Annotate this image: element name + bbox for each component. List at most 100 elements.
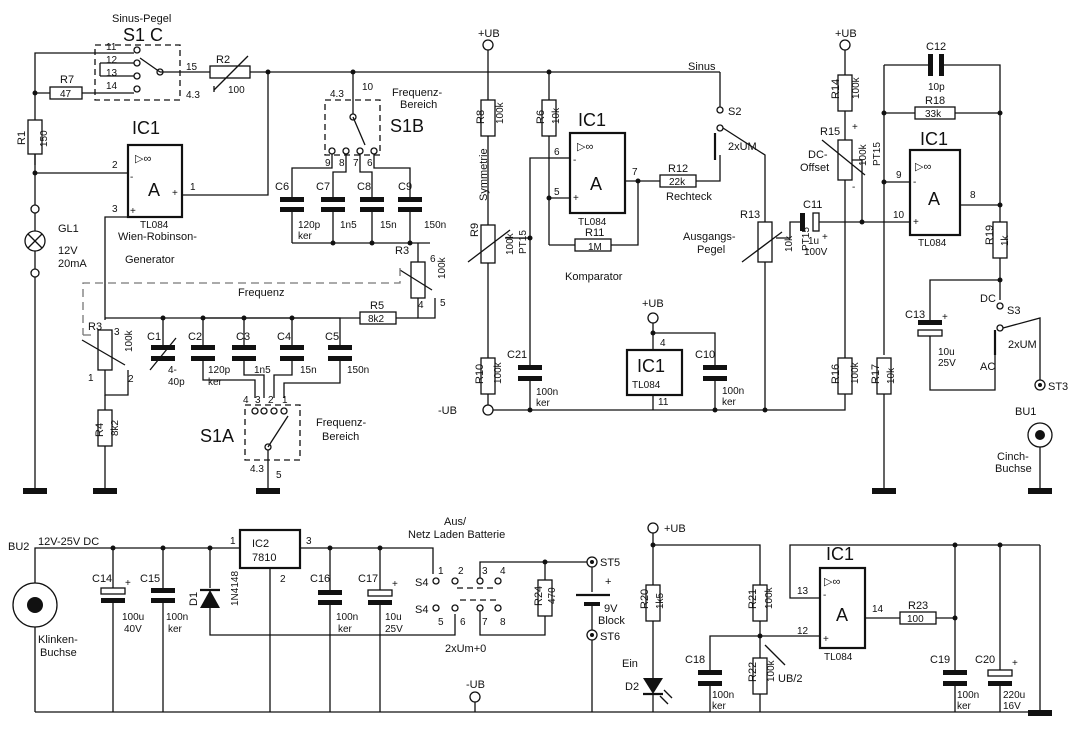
svg-text:3: 3 <box>255 395 261 406</box>
svg-text:100k: 100k <box>437 256 448 279</box>
svg-text:2: 2 <box>268 395 274 406</box>
svg-text:IC2: IC2 <box>252 538 269 550</box>
svg-text:13: 13 <box>106 68 118 79</box>
svg-text:Generator: Generator <box>125 254 175 266</box>
svg-text:100: 100 <box>228 85 245 96</box>
svg-text:7: 7 <box>353 158 359 169</box>
svg-text:+: + <box>172 188 178 199</box>
svg-text:25V: 25V <box>938 358 956 369</box>
r2-resistor <box>209 65 251 79</box>
svg-text:R2: R2 <box>216 54 230 66</box>
svg-text:-: - <box>913 177 916 188</box>
svg-text:120p: 120p <box>298 220 321 231</box>
d2-led: D2 <box>625 678 673 705</box>
svg-text:2xUm+0: 2xUm+0 <box>445 643 486 655</box>
svg-text:C11: C11 <box>803 199 822 211</box>
svg-text:1n5: 1n5 <box>254 365 271 376</box>
svg-text:Bereich: Bereich <box>400 99 437 111</box>
ic2-regulator: IC2 7810 1 3 2 <box>230 528 312 585</box>
c8-capacitor: C8 15n <box>357 181 397 231</box>
svg-text:47: 47 <box>60 89 72 100</box>
svg-text:1M: 1M <box>588 242 602 253</box>
svg-text:9: 9 <box>325 158 331 169</box>
svg-text:120p: 120p <box>208 365 231 376</box>
svg-text:1: 1 <box>230 536 236 547</box>
svg-text:PT15: PT15 <box>801 227 812 251</box>
c16-capacitor: C16 100n ker <box>310 573 358 635</box>
svg-text:-UB: -UB <box>438 405 457 417</box>
svg-text:Sinus: Sinus <box>688 61 716 73</box>
c1-trimmer: C1 4- 40p <box>147 331 185 388</box>
svg-text:C15: C15 <box>140 573 160 585</box>
svg-text:2: 2 <box>128 374 134 385</box>
c13-capacitor: + C13 10u 25V <box>905 309 956 369</box>
svg-text:15n: 15n <box>300 365 317 376</box>
ground-symbol <box>93 488 117 494</box>
svg-text:100n: 100n <box>957 690 979 701</box>
svg-text:R24: R24 <box>533 586 545 606</box>
svg-text:+UB: +UB <box>478 28 500 40</box>
svg-text:ker: ker <box>298 231 313 242</box>
c3-capacitor: C3 1n5 <box>232 331 271 376</box>
svg-text:C3: C3 <box>236 331 250 343</box>
svg-text:5: 5 <box>440 298 446 309</box>
svg-text:150n: 150n <box>424 220 446 231</box>
svg-text:1u: 1u <box>808 236 819 247</box>
svg-text:+: + <box>852 122 858 133</box>
svg-text:3: 3 <box>112 204 118 215</box>
c9-capacitor: C9 150n <box>398 181 446 231</box>
svg-text:A: A <box>928 189 940 209</box>
svg-text:R17: R17 <box>870 364 882 384</box>
svg-text:R5: R5 <box>370 300 384 312</box>
svg-text:7: 7 <box>632 167 638 178</box>
svg-text:470: 470 <box>547 587 558 604</box>
svg-text:C13: C13 <box>905 309 925 321</box>
svg-text:Rechteck: Rechteck <box>666 191 712 203</box>
svg-text:40p: 40p <box>168 377 185 388</box>
svg-text:9V: 9V <box>604 603 618 615</box>
svg-text:1k5: 1k5 <box>655 592 666 609</box>
r15-potentiometer <box>837 139 853 181</box>
svg-text:DC: DC <box>980 293 996 305</box>
s1a-switch: 4 3 2 1 S1A Frequenz- Bereich 4.3 5 <box>200 395 366 481</box>
svg-text:-UB: -UB <box>466 679 485 691</box>
svg-text:14: 14 <box>872 604 884 615</box>
svg-text:100: 100 <box>907 614 924 625</box>
s1c-label: S1 C <box>123 25 163 45</box>
svg-text:R19: R19 <box>984 225 996 245</box>
svg-text:1: 1 <box>190 182 196 193</box>
svg-text:150: 150 <box>39 130 50 147</box>
svg-text:7: 7 <box>482 617 488 628</box>
svg-text:100k: 100k <box>850 361 861 384</box>
svg-text:ker: ker <box>536 398 551 409</box>
svg-text:+: + <box>942 312 948 323</box>
svg-text:R12: R12 <box>668 163 688 175</box>
c14-capacitor: + C14 100u 40V <box>92 573 144 635</box>
svg-text:S1A: S1A <box>200 426 234 446</box>
svg-text:R7: R7 <box>60 74 74 86</box>
svg-text:4.3: 4.3 <box>186 90 200 101</box>
svg-text:100k: 100k <box>124 329 135 352</box>
svg-text:4: 4 <box>500 566 506 577</box>
svg-text:IC1: IC1 <box>637 356 665 376</box>
svg-text:C6: C6 <box>275 181 289 193</box>
svg-text:-: - <box>130 172 133 183</box>
svg-text:+: + <box>573 193 579 204</box>
svg-text:2: 2 <box>280 574 286 585</box>
svg-text:15n: 15n <box>380 220 397 231</box>
svg-text:ker: ker <box>722 397 737 408</box>
svg-text:D2: D2 <box>625 681 639 693</box>
svg-text:GL1: GL1 <box>58 223 79 235</box>
svg-text:4.3: 4.3 <box>250 464 264 475</box>
svg-text:AC: AC <box>980 361 995 373</box>
svg-text:Frequenz-: Frequenz- <box>392 87 442 99</box>
svg-text:▷∞: ▷∞ <box>824 576 840 588</box>
svg-text:100k: 100k <box>766 659 777 682</box>
svg-text:4: 4 <box>660 338 666 349</box>
svg-text:+: + <box>913 217 919 228</box>
r13-potentiometer <box>757 221 773 263</box>
c20-capacitor: + C20 220u 16V <box>975 654 1025 712</box>
d1-diode: D1 1N4148 <box>188 571 241 608</box>
svg-text:Ein: Ein <box>622 658 638 670</box>
svg-text:10u: 10u <box>385 612 402 623</box>
